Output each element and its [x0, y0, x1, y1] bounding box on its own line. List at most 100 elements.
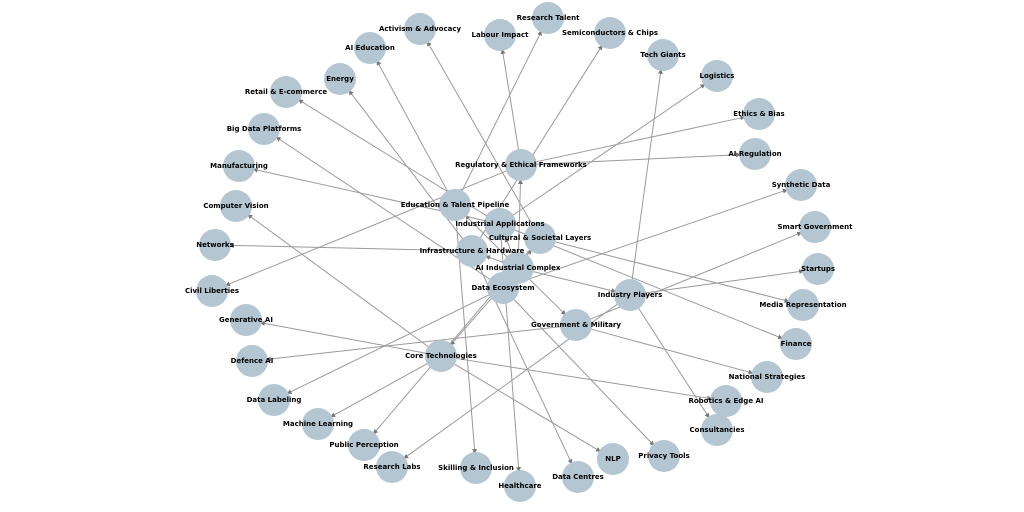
- nodes-layer: [196, 2, 834, 502]
- node-nlp[interactable]: [597, 443, 629, 475]
- node-public-perception[interactable]: [348, 429, 380, 461]
- node-label: Activism & Advocacy: [379, 25, 462, 33]
- node-data-ecosystem[interactable]: [487, 272, 519, 304]
- node-finance[interactable]: [780, 328, 812, 360]
- edge-cultural-societal-layers-to-media-representation: [553, 240, 790, 303]
- edge-data-ecosystem-to-data-labeling: [286, 293, 491, 395]
- node-logistics[interactable]: [701, 60, 733, 92]
- edge-infrastructure-hardware-to-semiconductors-chips: [479, 44, 603, 240]
- node-label: Generative AI: [219, 316, 273, 324]
- node-ai-regulation[interactable]: [739, 138, 771, 170]
- edge-ai-industrial-complex-to-education-talent-pipeline: [464, 214, 509, 259]
- edge-core-technologies-to-generative-ai: [259, 320, 428, 354]
- node-label: Media Representation: [759, 301, 846, 309]
- node-labour-impact[interactable]: [484, 19, 516, 51]
- edge-industry-players-to-startups: [643, 269, 805, 294]
- node-label: Labour Impact: [471, 31, 529, 39]
- node-label: Consultancies: [690, 426, 745, 434]
- node-healthcare[interactable]: [504, 470, 536, 502]
- edge-data-ecosystem-to-synthetic-data: [516, 188, 788, 284]
- node-label: Regulatory & Ethical Frameworks: [455, 161, 587, 169]
- node-label: Synthetic Data: [772, 181, 831, 189]
- node-label: AI Industrial Complex: [476, 264, 561, 272]
- node-label: Manufacturing: [210, 162, 268, 170]
- node-data-labeling[interactable]: [258, 384, 290, 416]
- node-ethics-bias[interactable]: [743, 98, 775, 130]
- node-label: Computer Vision: [203, 202, 268, 210]
- node-label: Retail & E-commerce: [245, 88, 328, 96]
- node-startups[interactable]: [802, 253, 834, 285]
- node-data-centres[interactable]: [562, 461, 594, 493]
- node-skilling-inclusion[interactable]: [460, 452, 492, 484]
- node-core-technologies[interactable]: [425, 340, 457, 372]
- node-national-strategies[interactable]: [751, 361, 783, 393]
- node-semiconductors-chips[interactable]: [594, 17, 626, 49]
- node-label: NLP: [605, 455, 620, 463]
- node-label: Government & Military: [531, 321, 621, 329]
- node-label: Privacy Tools: [638, 452, 689, 460]
- node-label: Semiconductors & Chips: [562, 29, 658, 37]
- edge-ai-industrial-complex-to-regulatory-ethical-frameworks: [517, 178, 523, 255]
- node-smart-government[interactable]: [799, 211, 831, 243]
- node-infrastructure-hardware[interactable]: [456, 235, 488, 267]
- node-label: Research Talent: [517, 14, 581, 22]
- node-robotics-edge-ai[interactable]: [710, 385, 742, 417]
- node-label: AI Education: [345, 44, 395, 52]
- node-label: Energy: [326, 75, 354, 83]
- edge-government-military-to-national-strategies: [589, 328, 754, 375]
- node-label: Infrastructure & Hardware: [420, 247, 525, 255]
- node-machine-learning[interactable]: [302, 408, 334, 440]
- node-manufacturing[interactable]: [223, 150, 255, 182]
- edge-regulatory-ethical-frameworks-to-civil-liberties: [224, 169, 509, 287]
- node-industry-players[interactable]: [614, 279, 646, 311]
- node-ai-education[interactable]: [354, 32, 386, 64]
- node-computer-vision[interactable]: [220, 190, 252, 222]
- node-label: Cultural & Societal Layers: [489, 234, 591, 242]
- edge-regulatory-ethical-frameworks-to-labour-impact: [500, 48, 520, 152]
- node-consultancies[interactable]: [701, 414, 733, 446]
- node-label: Education & Talent Pipeline: [401, 201, 510, 209]
- node-label: Smart Government: [778, 223, 854, 231]
- node-big-data-platforms[interactable]: [248, 113, 280, 145]
- node-government-military[interactable]: [560, 309, 592, 341]
- node-label: Big Data Platforms: [227, 125, 302, 133]
- edge-ai-industrial-complex-to-government-military: [527, 277, 567, 316]
- node-networks[interactable]: [199, 229, 231, 261]
- edge-core-technologies-to-robotics-edge-ai: [454, 357, 713, 401]
- node-research-labs[interactable]: [376, 451, 408, 483]
- node-label: Tech Giants: [640, 51, 686, 59]
- node-generative-ai[interactable]: [230, 304, 262, 336]
- node-tech-giants[interactable]: [647, 39, 679, 71]
- node-label: Robotics & Edge AI: [688, 397, 763, 405]
- edge-ai-industrial-complex-to-industry-players: [531, 270, 617, 293]
- edge-core-technologies-to-nlp: [452, 362, 602, 453]
- node-education-talent-pipeline[interactable]: [439, 189, 471, 221]
- node-media-representation[interactable]: [787, 289, 819, 321]
- node-regulatory-ethical-frameworks[interactable]: [505, 149, 537, 181]
- node-cultural-societal-layers[interactable]: [524, 222, 556, 254]
- node-label: Skilling & Inclusion: [438, 464, 514, 472]
- node-energy[interactable]: [324, 63, 356, 95]
- edge-cultural-societal-layers-to-activism-advocacy: [426, 40, 534, 227]
- node-research-talent[interactable]: [532, 2, 564, 34]
- node-label: Public Perception: [329, 441, 398, 449]
- node-privacy-tools[interactable]: [648, 440, 680, 472]
- node-civil-liberties[interactable]: [196, 275, 228, 307]
- edge-infrastructure-hardware-to-networks: [228, 242, 459, 252]
- node-label: Industrial Applications: [455, 220, 544, 228]
- node-label: Data Labeling: [247, 396, 302, 404]
- labels-layer: AI Industrial Complex Regulatory & Ethica…: [185, 14, 853, 490]
- node-label: Data Centres: [552, 473, 604, 481]
- edge-industrial-applications-to-finance: [512, 228, 784, 340]
- node-activism-advocacy[interactable]: [404, 13, 436, 45]
- node-label: Finance: [781, 340, 812, 348]
- node-industrial-applications[interactable]: [484, 208, 516, 240]
- node-label: Healthcare: [498, 482, 541, 490]
- node-synthetic-data[interactable]: [785, 169, 817, 201]
- edge-industry-players-to-consultancies: [637, 306, 710, 419]
- node-defence-ai[interactable]: [236, 345, 268, 377]
- node-retail-e-commerce[interactable]: [270, 76, 302, 108]
- node-label: Industry Players: [598, 291, 663, 299]
- edge-core-technologies-to-machine-learning: [330, 362, 429, 418]
